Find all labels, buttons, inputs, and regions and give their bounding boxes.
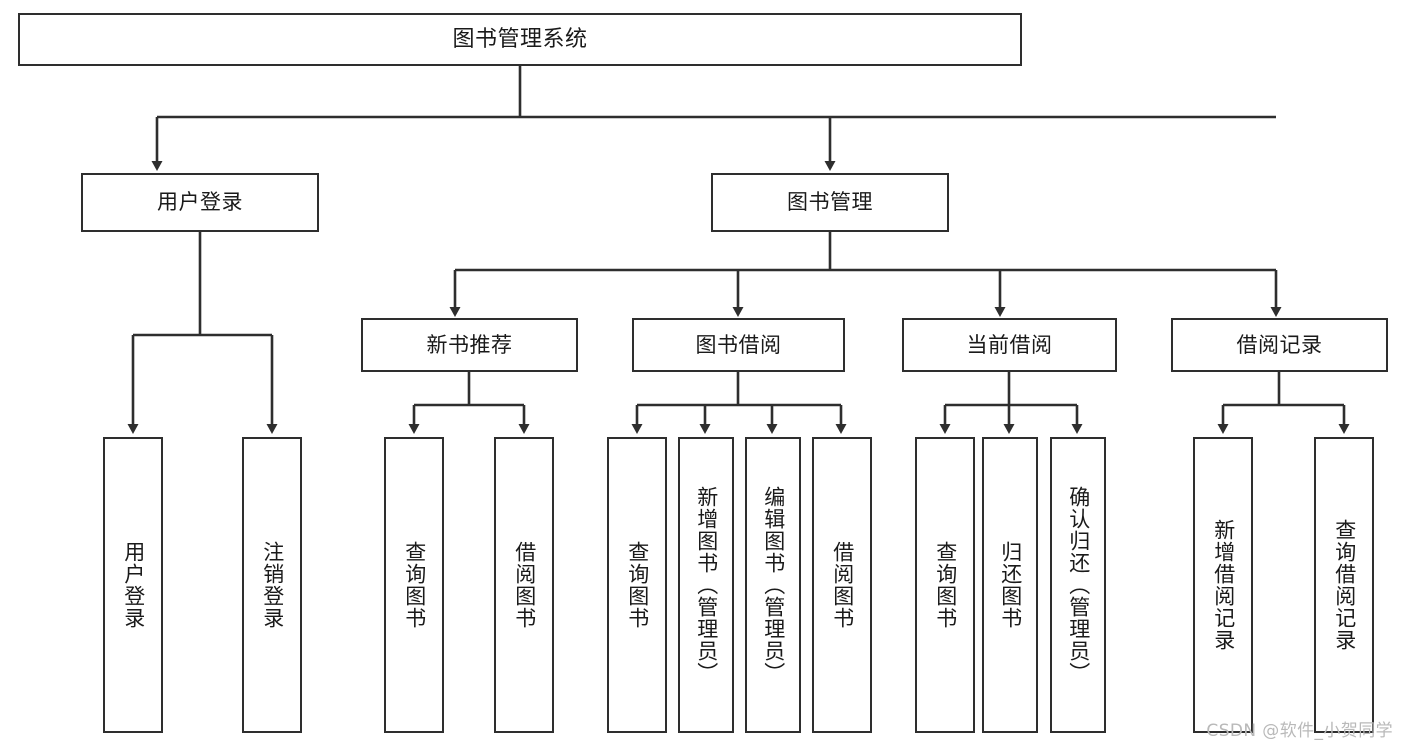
node-new-book-recommend[interactable]: 新书推荐 <box>361 318 578 372</box>
node-label: 注销登录 <box>260 541 285 629</box>
node-label: 用户登录 <box>157 190 243 215</box>
node-root-system[interactable]: 图书管理系统 <box>18 13 1022 66</box>
leaf-borrow-book-recommend[interactable]: 借阅图书 <box>494 437 554 733</box>
node-label: 当前借阅 <box>966 332 1053 357</box>
node-label: 查询借阅记录 <box>1332 519 1357 651</box>
leaf-logout[interactable]: 注销登录 <box>242 437 302 733</box>
node-label: 确认归还（管理员） <box>1066 486 1091 684</box>
leaf-query-book-borrow[interactable]: 查询图书 <box>607 437 667 733</box>
leaf-query-book-current[interactable]: 查询图书 <box>915 437 975 733</box>
node-label: 借阅图书 <box>512 541 537 629</box>
node-label: 图书借阅 <box>695 332 782 357</box>
leaf-query-borrow-record[interactable]: 查询借阅记录 <box>1314 437 1374 733</box>
leaf-add-book-admin[interactable]: 新增图书（管理员） <box>678 437 734 733</box>
node-label: 图书管理系统 <box>452 26 588 52</box>
node-label: 借阅记录 <box>1236 332 1323 357</box>
leaf-edit-book-admin[interactable]: 编辑图书（管理员） <box>745 437 801 733</box>
leaf-user-login[interactable]: 用户登录 <box>103 437 163 733</box>
node-label: 新增图书（管理员） <box>694 486 719 684</box>
leaf-return-book[interactable]: 归还图书 <box>982 437 1038 733</box>
node-label: 用户登录 <box>121 541 146 629</box>
node-book-borrow[interactable]: 图书借阅 <box>632 318 845 372</box>
leaf-confirm-return-admin[interactable]: 确认归还（管理员） <box>1050 437 1106 733</box>
node-current-borrow[interactable]: 当前借阅 <box>902 318 1117 372</box>
node-label: 编辑图书（管理员） <box>761 486 786 684</box>
node-label: 图书管理 <box>787 190 873 215</box>
watermark-text: CSDN @软件_小贺同学 <box>1206 721 1393 741</box>
leaf-add-borrow-record[interactable]: 新增借阅记录 <box>1193 437 1253 733</box>
node-label: 查询图书 <box>625 541 650 629</box>
node-label: 借阅图书 <box>830 541 855 629</box>
leaf-query-book-recommend[interactable]: 查询图书 <box>384 437 444 733</box>
node-label: 新增借阅记录 <box>1211 519 1236 651</box>
node-book-management[interactable]: 图书管理 <box>711 173 949 232</box>
leaf-borrow-book[interactable]: 借阅图书 <box>812 437 872 733</box>
node-label: 新书推荐 <box>426 332 513 357</box>
node-borrow-record[interactable]: 借阅记录 <box>1171 318 1388 372</box>
node-label: 查询图书 <box>402 541 427 629</box>
node-label: 归还图书 <box>998 541 1023 629</box>
node-user-login[interactable]: 用户登录 <box>81 173 319 232</box>
node-label: 查询图书 <box>933 541 958 629</box>
